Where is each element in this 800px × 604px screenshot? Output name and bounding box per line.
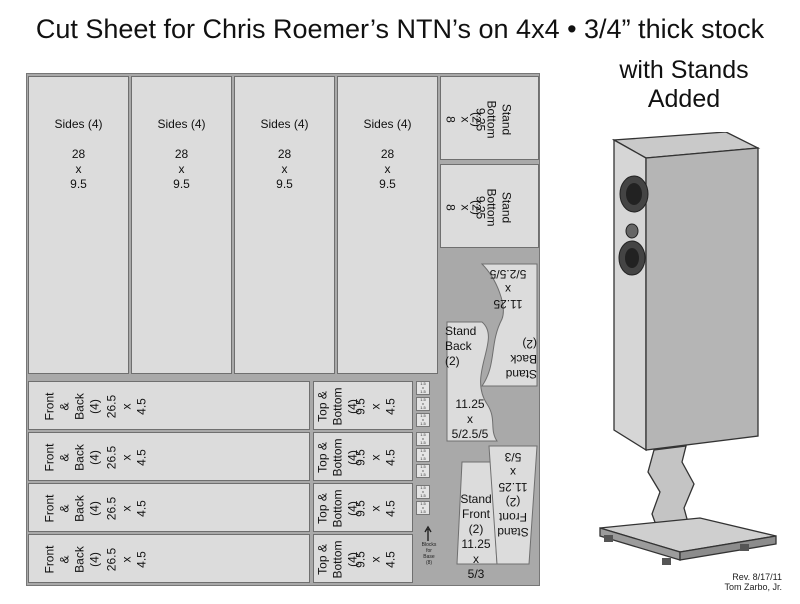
stand-back-dims: 11.25 x 5/2.5/5 [451, 397, 489, 441]
piece-front-back-label: Front&Back(4) [42, 545, 102, 574]
stand-front-label: Stand Front (2) 11.25 x 5/3 [460, 492, 492, 581]
stand-back-dims-flipped: 11.25 x 5/2.5/5 [489, 267, 527, 311]
stand-base-side [679, 535, 777, 561]
subtitle-line-2: Added [647, 85, 721, 113]
subtitle-line-1: with Stands [619, 56, 749, 84]
page-title: Cut Sheet for Chris Roemer’s NTN’s on 4x… [35, 14, 765, 44]
piece-stand-bottom: Stand Bottom (2) 9.25 x 8 [440, 76, 539, 160]
stand-back-label: Stand Back (2) [445, 324, 477, 368]
stand-back-shape-lower [446, 321, 498, 442]
stand-back-shape-upper [480, 263, 538, 387]
midrange-cone-icon [625, 248, 639, 268]
woofer-cone-icon [626, 183, 642, 205]
stand-back-label-flipped: Stand Back (2) [505, 337, 537, 381]
tweeter-ring-icon [625, 223, 639, 239]
stand-front-shape-right [488, 445, 538, 565]
stand-foot [604, 535, 613, 542]
page-subtitle: with Stands Added [596, 56, 772, 114]
piece-stand-bottom: Stand Bottom (2) 9.25 x 8 [440, 164, 539, 248]
blocks-arrow [424, 525, 432, 541]
speaker-on-stand-illustration [599, 132, 777, 565]
revision-note: Rev. 8/17/11 Tom Zarbo, Jr. [724, 572, 782, 592]
stand-pieces-drawing [424, 263, 538, 565]
speaker-side-face [645, 147, 759, 451]
stand-foot [740, 544, 749, 551]
stand-front-label-flipped: Stand Front (2) 11.25 x 5/3 [497, 450, 529, 539]
stand-foot [662, 558, 671, 565]
